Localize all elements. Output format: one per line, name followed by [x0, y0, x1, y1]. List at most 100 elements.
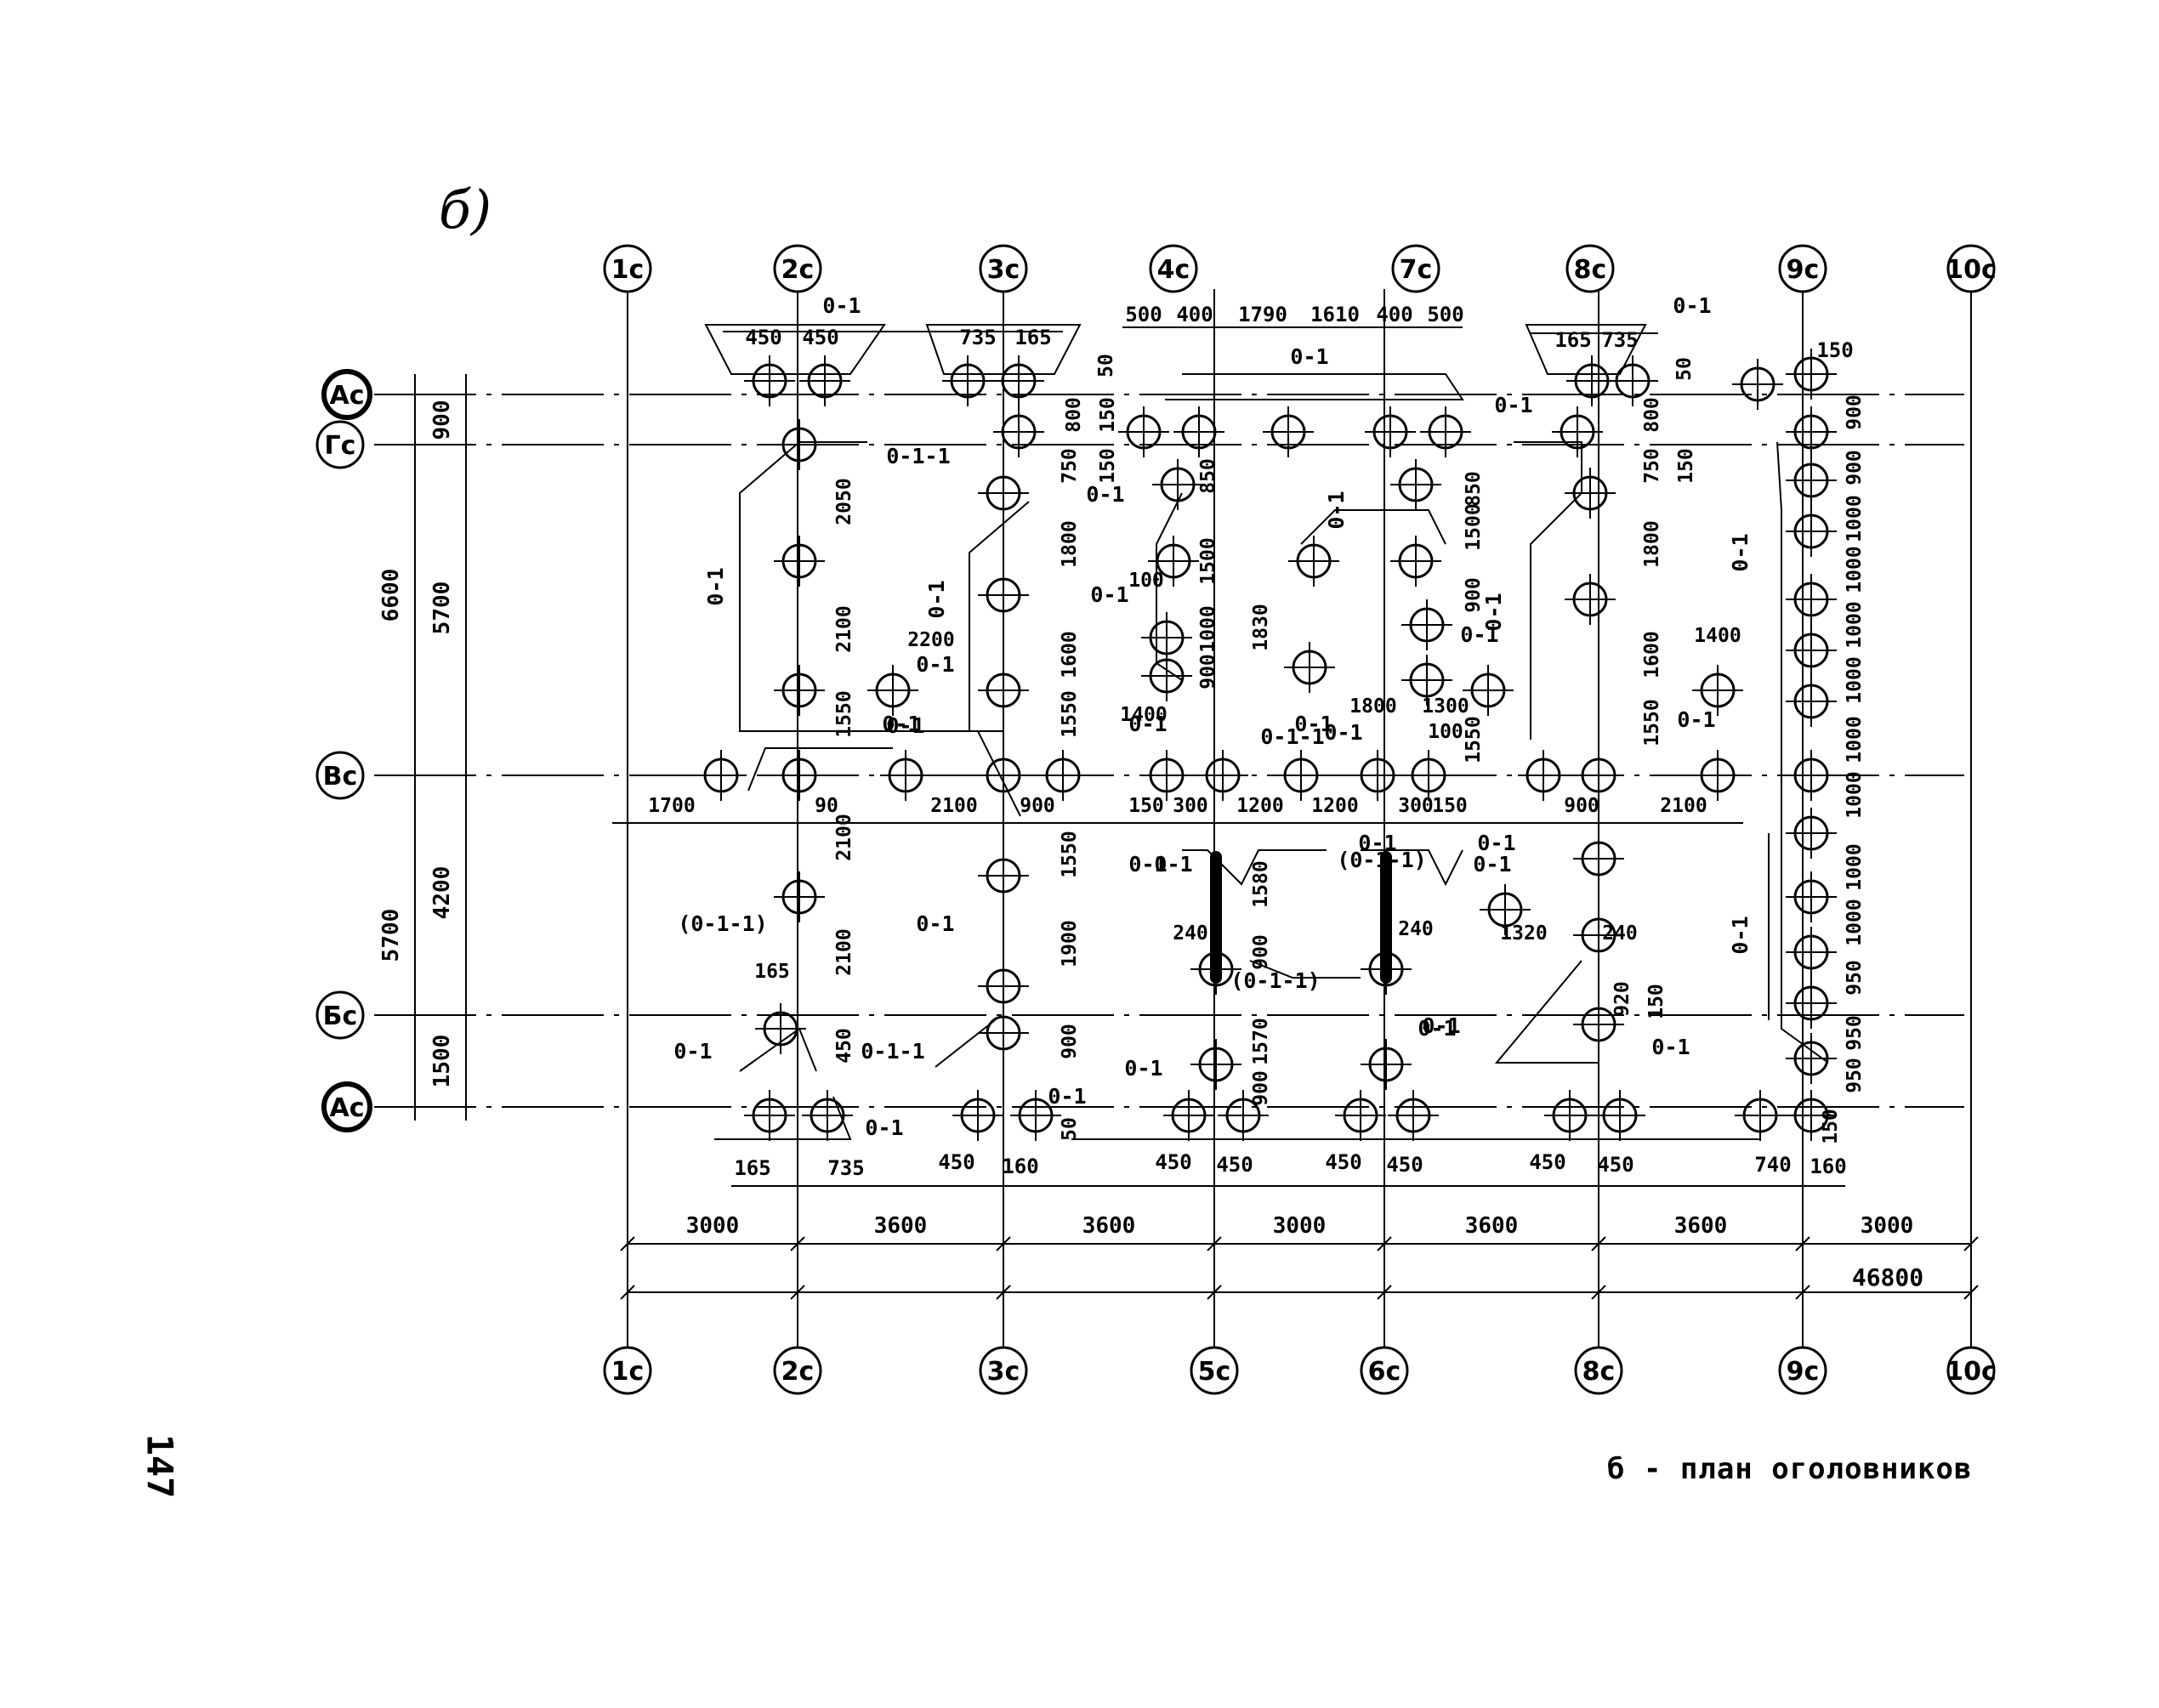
vertical-dimension-label: 1500	[1463, 503, 1485, 550]
axis-bubble-top: 2с	[773, 244, 822, 293]
axis-bubble-row: Гс	[315, 420, 365, 469]
pile	[1263, 406, 1314, 457]
pile-cap-mark-label: 0-1	[1418, 1016, 1456, 1041]
pile-cap-outline	[739, 1027, 817, 1072]
span-dimension-label: 3600	[1465, 1213, 1519, 1239]
mid-dimension-label: 240	[1398, 918, 1434, 940]
axis-bubble-circle	[1946, 1346, 1996, 1395]
vertical-dimension-label: 900	[1197, 654, 1219, 689]
pile	[1735, 1090, 1786, 1141]
pile	[1152, 459, 1203, 510]
axis-bubble-bottom: 9с	[1778, 1346, 1827, 1395]
axis-bubble-label: 2с	[781, 255, 815, 285]
pile-cap-outline	[969, 501, 1030, 732]
pile	[1403, 750, 1454, 801]
top-dimension-label: 500	[1125, 303, 1162, 326]
pile-cap-mark-label: 0-1	[916, 652, 954, 677]
axis-bubble-circle	[1946, 244, 1996, 293]
pile	[1786, 574, 1837, 625]
pile-cap-outline	[1156, 492, 1183, 681]
pile	[1390, 536, 1441, 587]
pile-cap-outline	[1182, 849, 1327, 886]
pile-cap-mark-label: 0-1	[1124, 1056, 1162, 1081]
axis-bubble-circle	[979, 244, 1028, 293]
pile	[1786, 1033, 1837, 1084]
pile	[1118, 406, 1169, 457]
vertical-dimension-label: 1000	[1844, 899, 1866, 945]
pile-cap-outline	[1300, 509, 1446, 545]
axis-bubble-circle	[315, 751, 365, 800]
pile	[1420, 406, 1471, 457]
pile-cap-outline	[747, 747, 893, 792]
axis-bubble-label: 10с	[1946, 255, 1997, 285]
pile	[1786, 1090, 1837, 1141]
bottom-pile-dimension-label: 735	[827, 1156, 864, 1180]
axis-bubble-circle	[979, 1346, 1028, 1395]
pile	[1173, 406, 1224, 457]
top-dimension-label: 165	[1554, 328, 1591, 352]
pile	[978, 1007, 1029, 1058]
pile	[1401, 655, 1452, 706]
axis-bubble-top: 3с	[979, 244, 1028, 293]
top-dimension-label: 1790	[1238, 303, 1287, 326]
pile	[774, 419, 825, 470]
bottom-pile-dimension-label: 450	[1529, 1150, 1565, 1174]
axis-bubble-top: 7с	[1391, 244, 1440, 293]
left-dimension-label: 900	[429, 400, 455, 440]
bottom-pile-dimension-label: 740	[1754, 1153, 1791, 1177]
axis-bubble-circle	[773, 1346, 822, 1395]
axis-bubble-row: Ас	[321, 1081, 372, 1132]
axis-bubble-label: 6с	[1368, 1357, 1401, 1387]
axis-bubble-bottom: 1с	[603, 1346, 652, 1395]
vertical-dimension-label: 1550	[1059, 831, 1081, 877]
axis-bubble-top: 8с	[1565, 244, 1615, 293]
pile	[1786, 808, 1837, 859]
pile	[1786, 871, 1837, 922]
pile	[1365, 406, 1416, 457]
bottom-pile-dimension-label: 160	[1002, 1155, 1038, 1178]
vertical-dimension-label: 1550	[833, 690, 855, 737]
pile	[1197, 750, 1248, 801]
axis-bubble-circle	[1391, 244, 1440, 293]
pile-cap-mark-label: 0-1	[1460, 622, 1498, 647]
bottom-pile-dimension-label: 160	[1810, 1155, 1846, 1178]
vertical-dimension-label: 750	[1641, 448, 1663, 484]
pile-cap-mark-label: 0-1	[1290, 344, 1328, 369]
axis-bubble-circle	[773, 244, 822, 293]
vertical-dimension-label: 850	[1197, 458, 1219, 494]
top-dimension-label: 165	[1014, 326, 1051, 349]
mid-dimension-label: 1400	[1694, 625, 1741, 647]
vertical-dimension-label: 920	[1611, 981, 1633, 1017]
pile-cap-mark-label: 0-1	[1473, 852, 1511, 877]
pile-cap-outline	[1361, 849, 1463, 887]
mid-dimension-label: 240	[1173, 922, 1208, 945]
axis-bubble-bottom: 2с	[773, 1346, 822, 1395]
dimension-tick	[790, 1285, 805, 1300]
drawing-caption: б - план оголовников	[1607, 1452, 1973, 1486]
vertical-dimension-label: 1000	[1197, 605, 1219, 652]
top-dimension-label: 150	[1816, 338, 1853, 362]
pile-cap-mark-label: 0-1	[1651, 1035, 1690, 1059]
pile-cap-mark-label: 0-1	[1324, 491, 1349, 529]
pile	[1786, 978, 1837, 1029]
pile	[952, 1090, 1003, 1141]
pile-cap-mark-label: 0-1	[1128, 712, 1167, 736]
pile	[1276, 750, 1327, 801]
left-dimension-label: 1500	[429, 1035, 455, 1088]
dimension-tick	[1377, 1285, 1392, 1300]
pile	[1552, 406, 1603, 457]
mid-dimension-label: 900	[1020, 795, 1055, 817]
pile-cap-mark-label: 0-1	[886, 713, 924, 738]
axis-bubble-label: 8с	[1574, 255, 1607, 285]
vertical-dimension-label: 1000	[1844, 656, 1866, 703]
pile	[1565, 574, 1616, 625]
total-length-label: 46800	[1852, 1263, 1923, 1291]
vertical-dimension-label: 1000	[1844, 771, 1866, 818]
pile	[1607, 355, 1658, 406]
pile	[1480, 884, 1531, 935]
axis-bubble-label: 9с	[1787, 255, 1820, 285]
dimension-tick	[996, 1285, 1011, 1300]
